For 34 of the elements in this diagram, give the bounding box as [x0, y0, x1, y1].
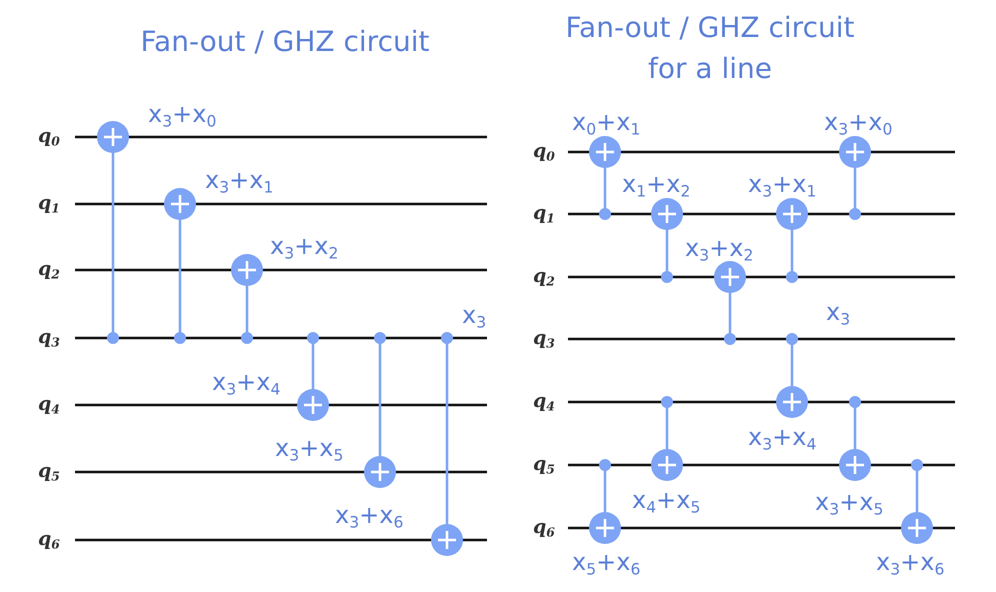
state-label: x$_{3}$+x$_{0}$ [824, 110, 892, 138]
state-label: x$_{3}$+x$_{6}$ [335, 503, 404, 532]
qubit-label: q$_{1}$ [38, 194, 60, 216]
qubit-label: q$_{4}$ [38, 395, 60, 416]
state-label: x$_{3}$+x$_{5}$ [815, 490, 884, 518]
circuit-title: Fan-out / GHZ circuit for a line [564, 10, 856, 87]
state-label: x$_{3}$+x$_{4}$ [212, 370, 280, 398]
state-label: x$_{3}$+x$_{4}$ [748, 425, 816, 454]
qubit-label: q$_{0}$ [533, 142, 555, 164]
qubit-label: q$_{2}$ [38, 260, 60, 282]
qubit-label: q$_{0}$ [38, 127, 60, 148]
qubit-label: q$_{1}$ [533, 204, 555, 226]
qubit-label: q$_{4}$ [533, 392, 555, 414]
state-label: x$_{3}$ [462, 303, 486, 332]
state-label: x$_{3}$ [826, 300, 850, 328]
circuit-title: Fan-out / GHZ circuit [140, 24, 430, 60]
state-label: x$_{1}$+x$_{2}$ [622, 172, 690, 200]
qubit-label: q$_{5}$ [38, 462, 60, 484]
state-label: x$_{0}$+x$_{1}$ [572, 110, 640, 138]
state-label: x$_{3}$+x$_{2}$ [270, 234, 338, 262]
qubit-label: q$_{6}$ [38, 530, 60, 552]
state-label: x$_{3}$+x$_{6}$ [876, 550, 944, 578]
qubit-label: q$_{3}$ [533, 329, 555, 350]
state-label: x$_{5}$+x$_{6}$ [572, 550, 640, 578]
qubit-label: q$_{2}$ [533, 267, 555, 288]
state-label: x$_{3}$+x$_{2}$ [685, 236, 754, 264]
qubit-label: q$_{3}$ [38, 328, 60, 350]
state-label: x$_{3}$+x$_{5}$ [275, 436, 344, 464]
qubit-label: q$_{6}$ [533, 518, 555, 540]
state-label: x$_{3}$+x$_{1}$ [748, 172, 816, 200]
state-label: x$_{3}$+x$_{0}$ [148, 102, 216, 130]
state-label: x$_{4}$+x$_{5}$ [632, 488, 700, 516]
state-label: x$_{3}$+x$_{1}$ [205, 168, 274, 196]
qubit-label: q$_{5}$ [533, 455, 555, 476]
